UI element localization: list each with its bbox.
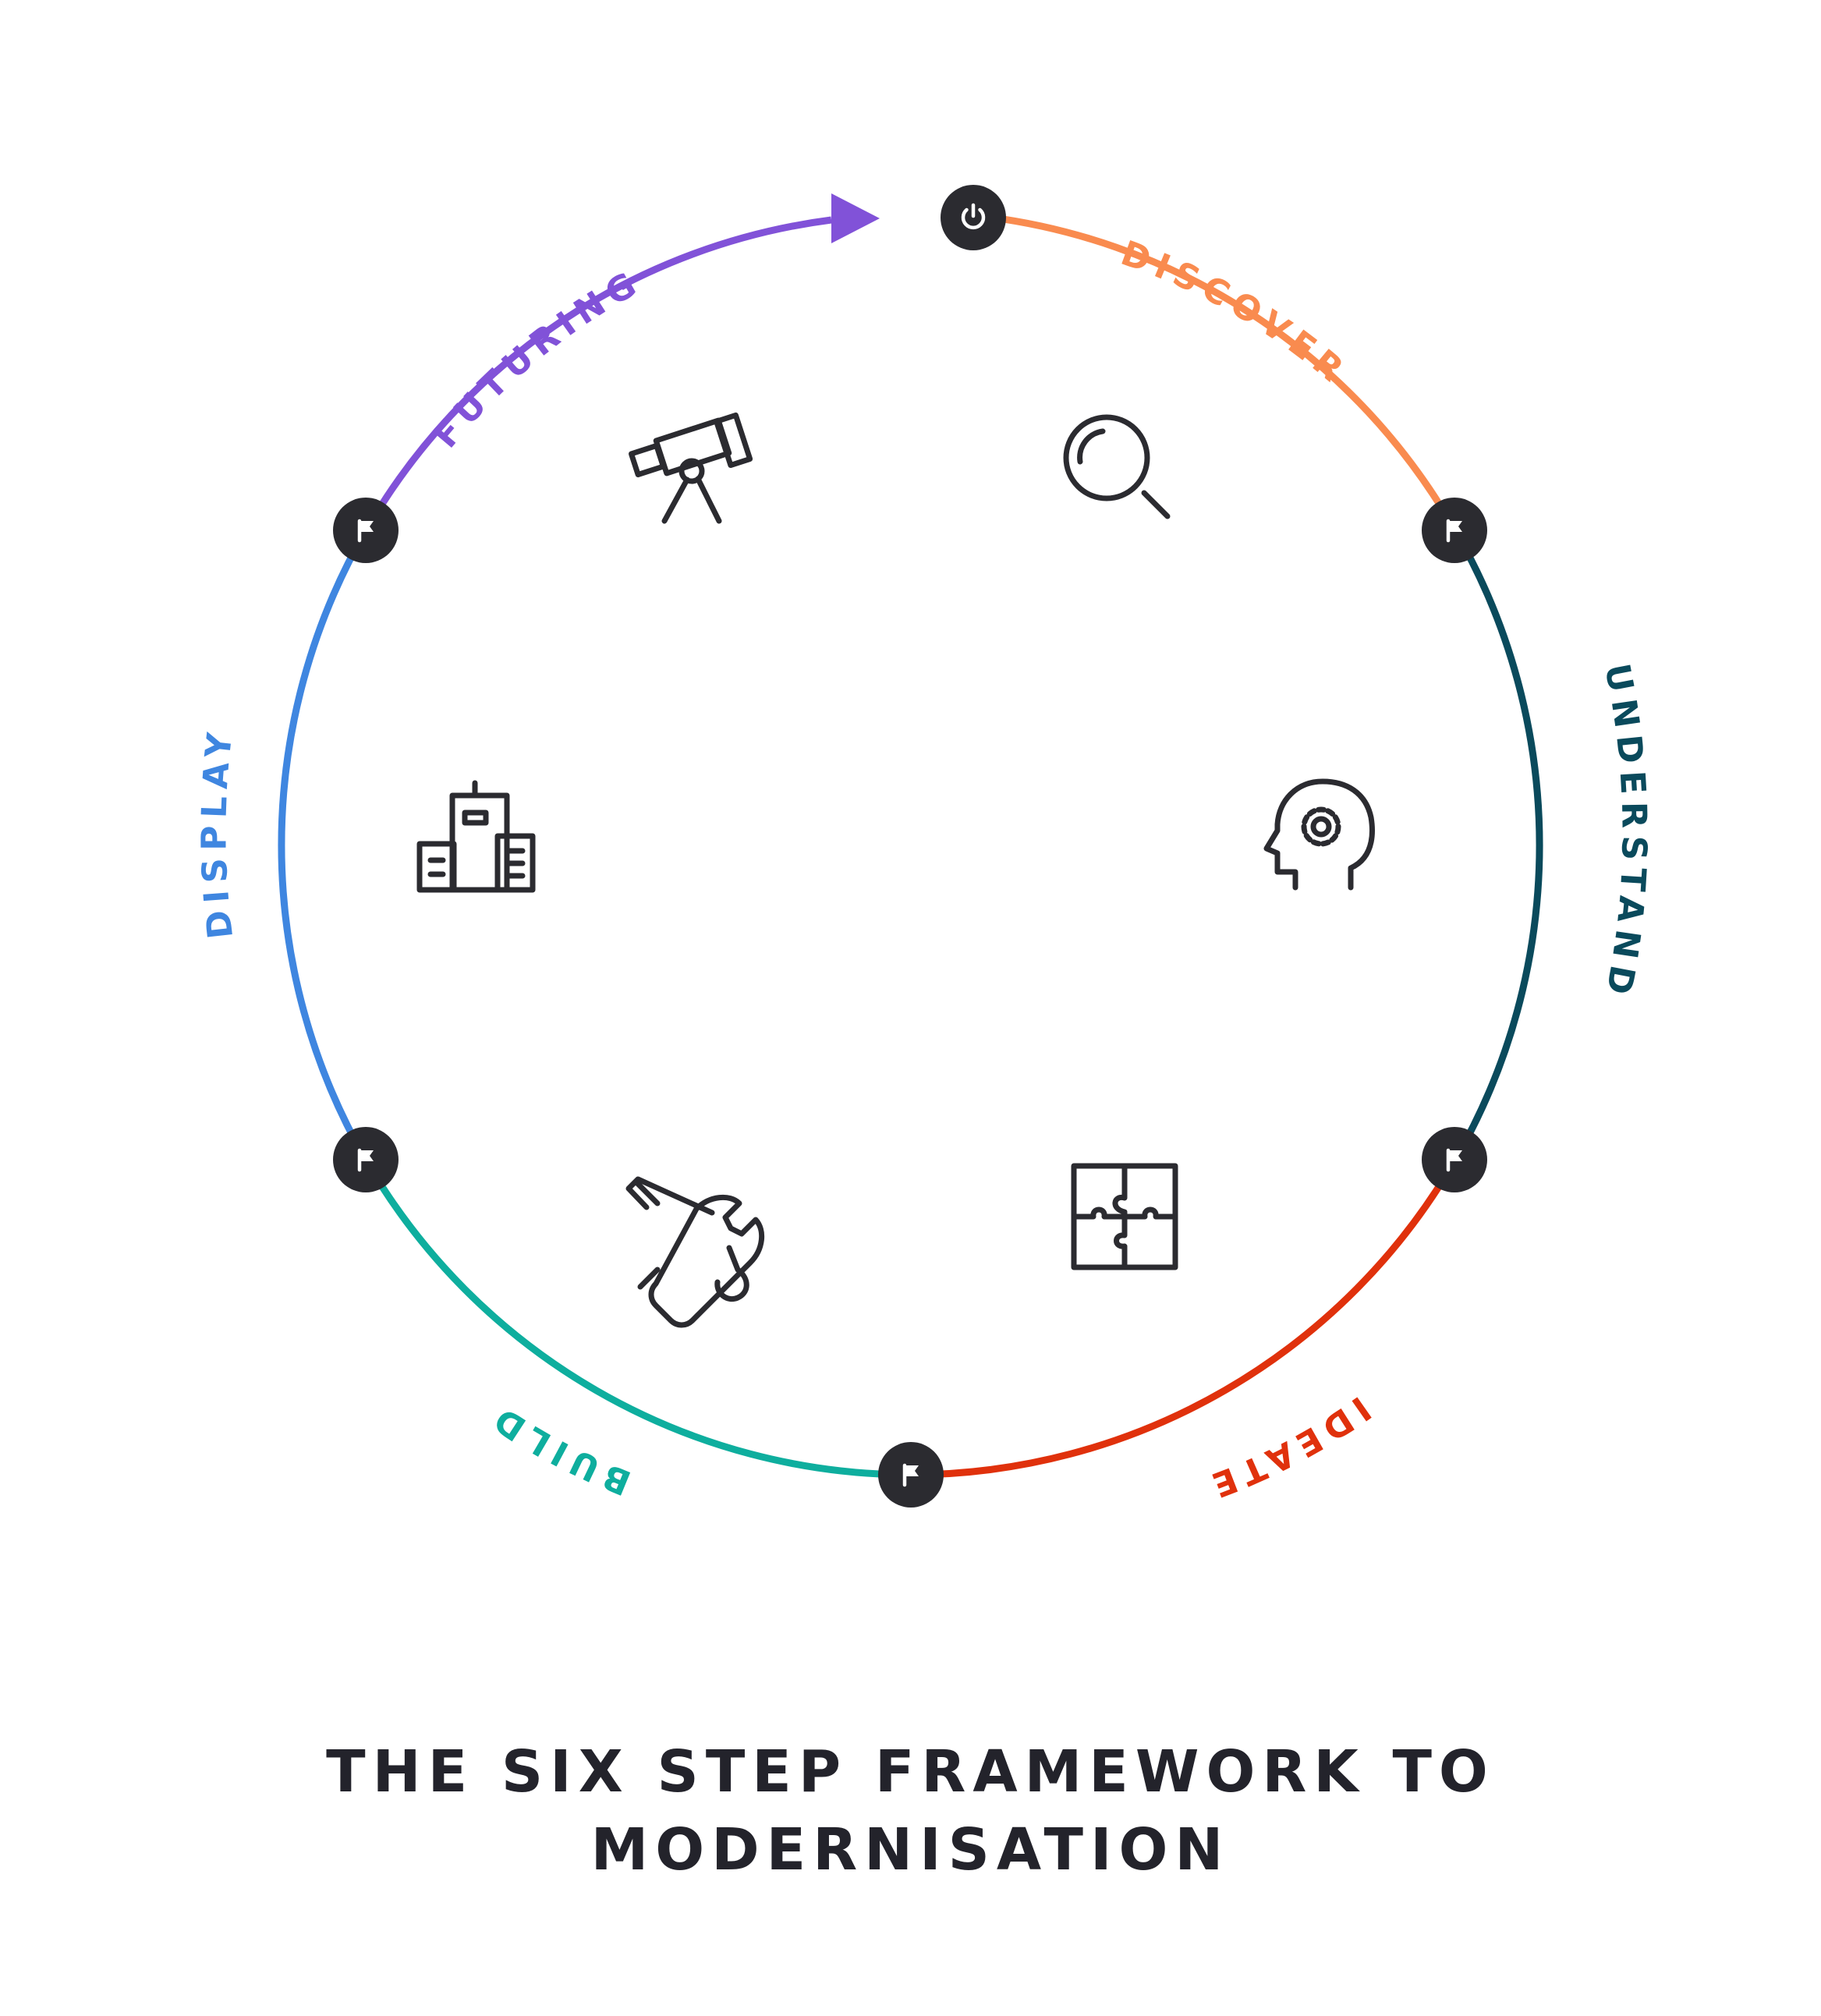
flag-icon	[1446, 519, 1462, 543]
arc-futuring	[363, 216, 832, 533]
start-node	[941, 185, 1006, 250]
head-gear-icon	[1263, 778, 1376, 891]
stage-label-build: BUILD	[482, 1396, 636, 1503]
stage-label-ideate: IDEATE	[1200, 1388, 1378, 1507]
stage-label-discover: DISCOVER	[1116, 233, 1356, 394]
arc-understand	[1451, 528, 1543, 1162]
arc-ideate	[910, 1158, 1458, 1479]
flag-icon	[357, 519, 374, 543]
stage-label-display: DISPLAY	[194, 724, 241, 941]
tools-icon	[625, 1176, 765, 1328]
milestone-node-ideate-build	[878, 1442, 944, 1508]
flag-icon	[357, 1148, 374, 1172]
milestone-node-understand-ideate	[1422, 1127, 1487, 1192]
arc-build	[363, 1158, 911, 1479]
flag-icon	[1446, 1148, 1462, 1172]
milestone-node-display-futuring	[333, 498, 399, 563]
page-title-line2: MODERNISATION	[590, 1816, 1231, 1883]
stage-label-understand: UNDERSTAND	[1596, 661, 1654, 1004]
page-title-line1: THE SIX STEP FRAMEWORK TO	[326, 1738, 1495, 1805]
puzzle-icon	[1071, 1163, 1178, 1270]
milestone-node-build-display	[333, 1127, 399, 1192]
telescope-icon	[629, 412, 753, 524]
arrowhead-icon	[831, 193, 880, 243]
arc-display	[278, 528, 370, 1162]
stage-label-futuring: FUTURING	[426, 261, 649, 455]
magnifying-glass-icon	[1063, 414, 1171, 519]
flag-icon	[902, 1463, 919, 1487]
buildings-icon	[416, 780, 536, 893]
arc-discover	[972, 211, 1458, 533]
power-icon	[961, 203, 986, 230]
milestone-node-discover-understand	[1422, 498, 1487, 563]
